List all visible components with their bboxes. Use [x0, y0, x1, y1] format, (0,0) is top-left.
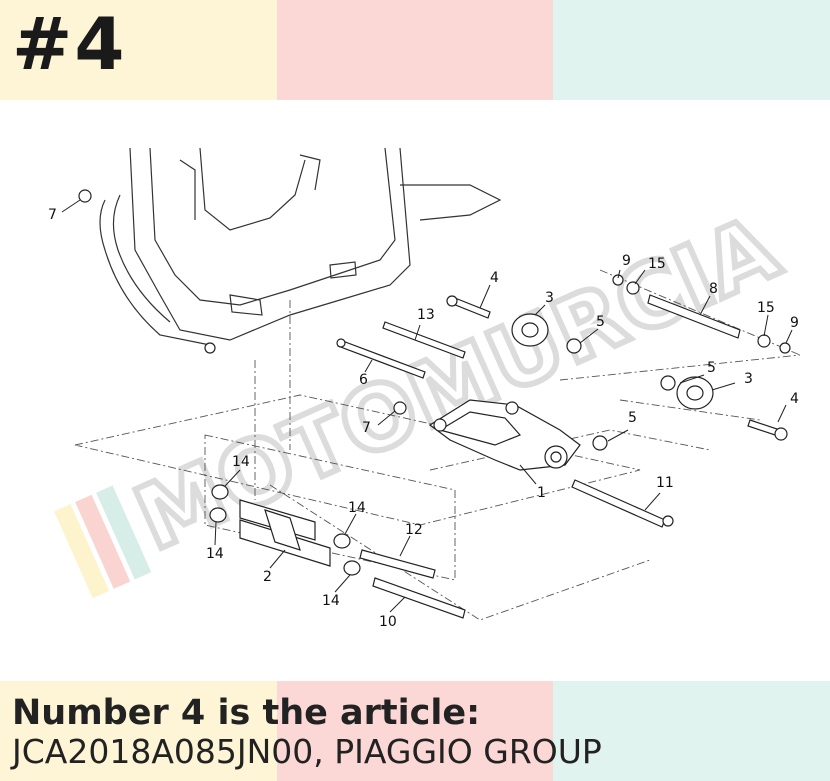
- callout-5-top: 5: [596, 314, 605, 330]
- bolts-and-rods: [336, 294, 788, 619]
- callout-4-right: 4: [790, 391, 799, 407]
- leader-lines: [61, 199, 793, 613]
- callout-5-right: 5: [707, 360, 716, 376]
- callout-15-right: 15: [757, 300, 775, 316]
- link-bracket: [209, 484, 361, 576]
- callout-11: 11: [656, 475, 674, 491]
- callout-labels: 7 9 15 4 3 8 13 5 15 9 6 5 3 4 7 5 1 11 …: [48, 207, 799, 630]
- callout-14-middle: 14: [348, 500, 366, 516]
- article-caption: Number 4 is the article:: [12, 693, 481, 733]
- callout-6: 6: [359, 372, 368, 388]
- callout-8: 8: [709, 281, 718, 297]
- band-segment-mint: [553, 0, 830, 100]
- callout-14-left: 14: [206, 546, 224, 562]
- callout-3-right: 3: [744, 371, 753, 387]
- nuts-and-washers: [78, 189, 791, 451]
- callout-14-top-left: 14: [232, 454, 250, 470]
- callout-4-top: 4: [490, 270, 499, 286]
- callout-14-bottom: 14: [322, 593, 340, 609]
- callout-5-lower: 5: [628, 410, 637, 426]
- callout-10: 10: [379, 614, 397, 630]
- callout-13: 13: [417, 307, 435, 323]
- chassis-frame: [99, 147, 502, 354]
- bottom-color-band: [0, 681, 830, 781]
- callout-7-middle: 7: [362, 420, 371, 436]
- callout-2: 2: [263, 569, 272, 585]
- watermark-stripe-mint: [96, 485, 152, 580]
- band-segment-yellow: [0, 0, 277, 100]
- rubber-mounts: [511, 313, 714, 410]
- band-segment-pink: [277, 0, 553, 100]
- callout-9-top: 9: [622, 253, 631, 269]
- callout-3-top: 3: [545, 290, 554, 306]
- callout-1: 1: [537, 485, 546, 501]
- band-segment-mint: [553, 681, 830, 781]
- article-code: JCA2018A085JN00, PIAGGIO GROUP: [12, 732, 602, 771]
- exploded-parts-diagram: MOTOMURCIA: [48, 147, 801, 630]
- page-title: #4: [12, 2, 127, 86]
- swing-arm: [428, 399, 581, 471]
- watermark-stripe-yellow: [54, 504, 110, 599]
- callout-9-right: 9: [790, 315, 799, 331]
- callout-7-top-left: 7: [48, 207, 57, 223]
- band-segment-yellow: [0, 681, 277, 781]
- callout-15-top: 15: [648, 256, 666, 272]
- callout-12: 12: [405, 522, 423, 538]
- watermark-stripe-pink: [75, 494, 131, 589]
- top-color-band: [0, 0, 830, 100]
- band-segment-pink: [277, 681, 553, 781]
